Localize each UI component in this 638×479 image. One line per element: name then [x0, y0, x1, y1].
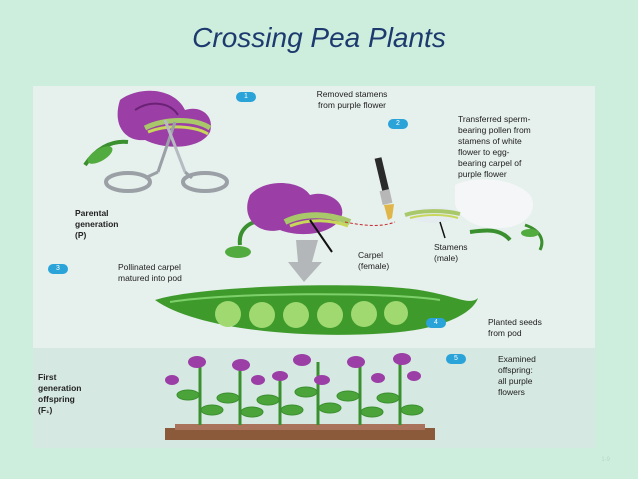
down-arrow-icon [288, 240, 322, 282]
step-3-label: Pollinated carpel matured into pod [118, 262, 182, 284]
parental-generation-label: Parental generation (P) [75, 208, 118, 241]
offspring-plants [165, 353, 423, 425]
step-4-badge: 4 [426, 318, 446, 328]
purple-flower-cut [85, 91, 211, 168]
white-flower [405, 179, 542, 250]
carpel-label: Carpel (female) [358, 250, 389, 272]
step-4-label: Planted seeds from pod [488, 317, 542, 339]
step-5-label: Examined offspring: all purple flowers [498, 354, 536, 398]
stamens-label: Stamens (male) [434, 242, 468, 264]
soil [165, 424, 435, 440]
step-2-label: Transferred sperm- bearing pollen from s… [458, 114, 548, 180]
page-number: 1-9 [601, 457, 610, 463]
step-1-label: Removed stamens from purple flower [312, 89, 392, 111]
first-generation-label: First generation offspring (F₁) [38, 372, 81, 416]
step-3-badge: 3 [48, 264, 68, 274]
paintbrush-icon [378, 158, 394, 220]
step-1-badge: 1 [236, 92, 256, 102]
step-2-badge: 2 [388, 119, 408, 129]
step-5-badge: 5 [446, 354, 466, 364]
